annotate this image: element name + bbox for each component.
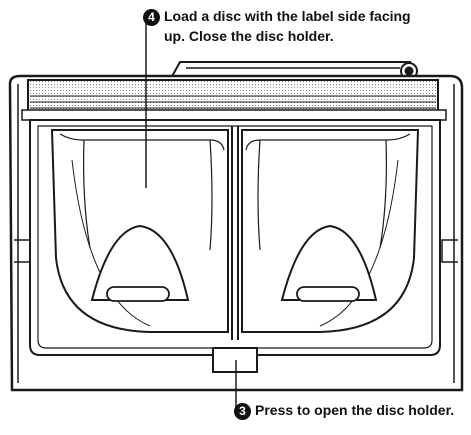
callout-load-disc-line1: Load a disc with the label side facing — [164, 8, 411, 24]
open-button — [212, 347, 258, 373]
center-divider — [231, 126, 239, 340]
tray-top-band — [21, 79, 447, 121]
callout-load-disc-line2: up. Close the disc holder. — [164, 28, 334, 44]
step-4-badge: 4 — [143, 8, 160, 26]
step-3-badge: 3 — [234, 402, 251, 420]
disc-well-right — [241, 129, 420, 333]
leader-lines — [145, 22, 237, 408]
callout-open-holder-text: Press to open the disc holder. — [255, 402, 455, 418]
disc-well-left — [50, 129, 229, 333]
